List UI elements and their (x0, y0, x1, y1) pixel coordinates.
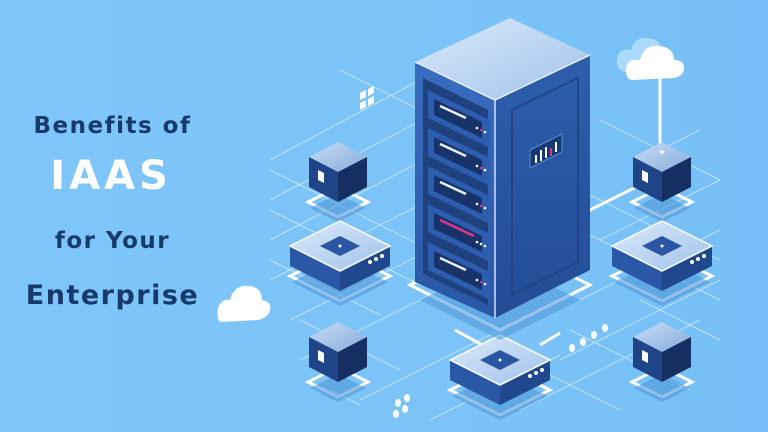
hub-node-mid-right (608, 220, 716, 306)
hub-node-bottom-center (446, 334, 554, 420)
title-line-benefits: Benefits of (33, 113, 192, 139)
title-line-enterprise: Enterprise (25, 280, 200, 311)
cube-node-top-right (628, 142, 696, 222)
decorative-dots-diagonal (569, 324, 608, 352)
decorative-squares (360, 86, 374, 110)
cube-node-bottom-left (304, 322, 372, 402)
server-slot-5 (428, 242, 490, 300)
server-slot-2 (428, 128, 490, 186)
title-line-for-your: for Your (54, 228, 171, 254)
cloud-icon-top-right (616, 37, 684, 80)
server-slot-3 (428, 166, 490, 224)
cube-node-bottom-right (628, 322, 696, 402)
decorative-dots-bottom (393, 394, 410, 418)
title-line-iaas: IAAS (50, 153, 172, 199)
cloud-icon-left (217, 285, 271, 322)
server-slot-1 (428, 90, 490, 148)
hub-node-mid-left (286, 220, 394, 306)
banner-title: Benefits of IAAS for Your Enterprise (0, 0, 230, 432)
server-slot-4-highlighted (428, 204, 490, 262)
cube-node-top-left (304, 142, 372, 222)
bar-chart-indicator-icon (529, 133, 563, 169)
